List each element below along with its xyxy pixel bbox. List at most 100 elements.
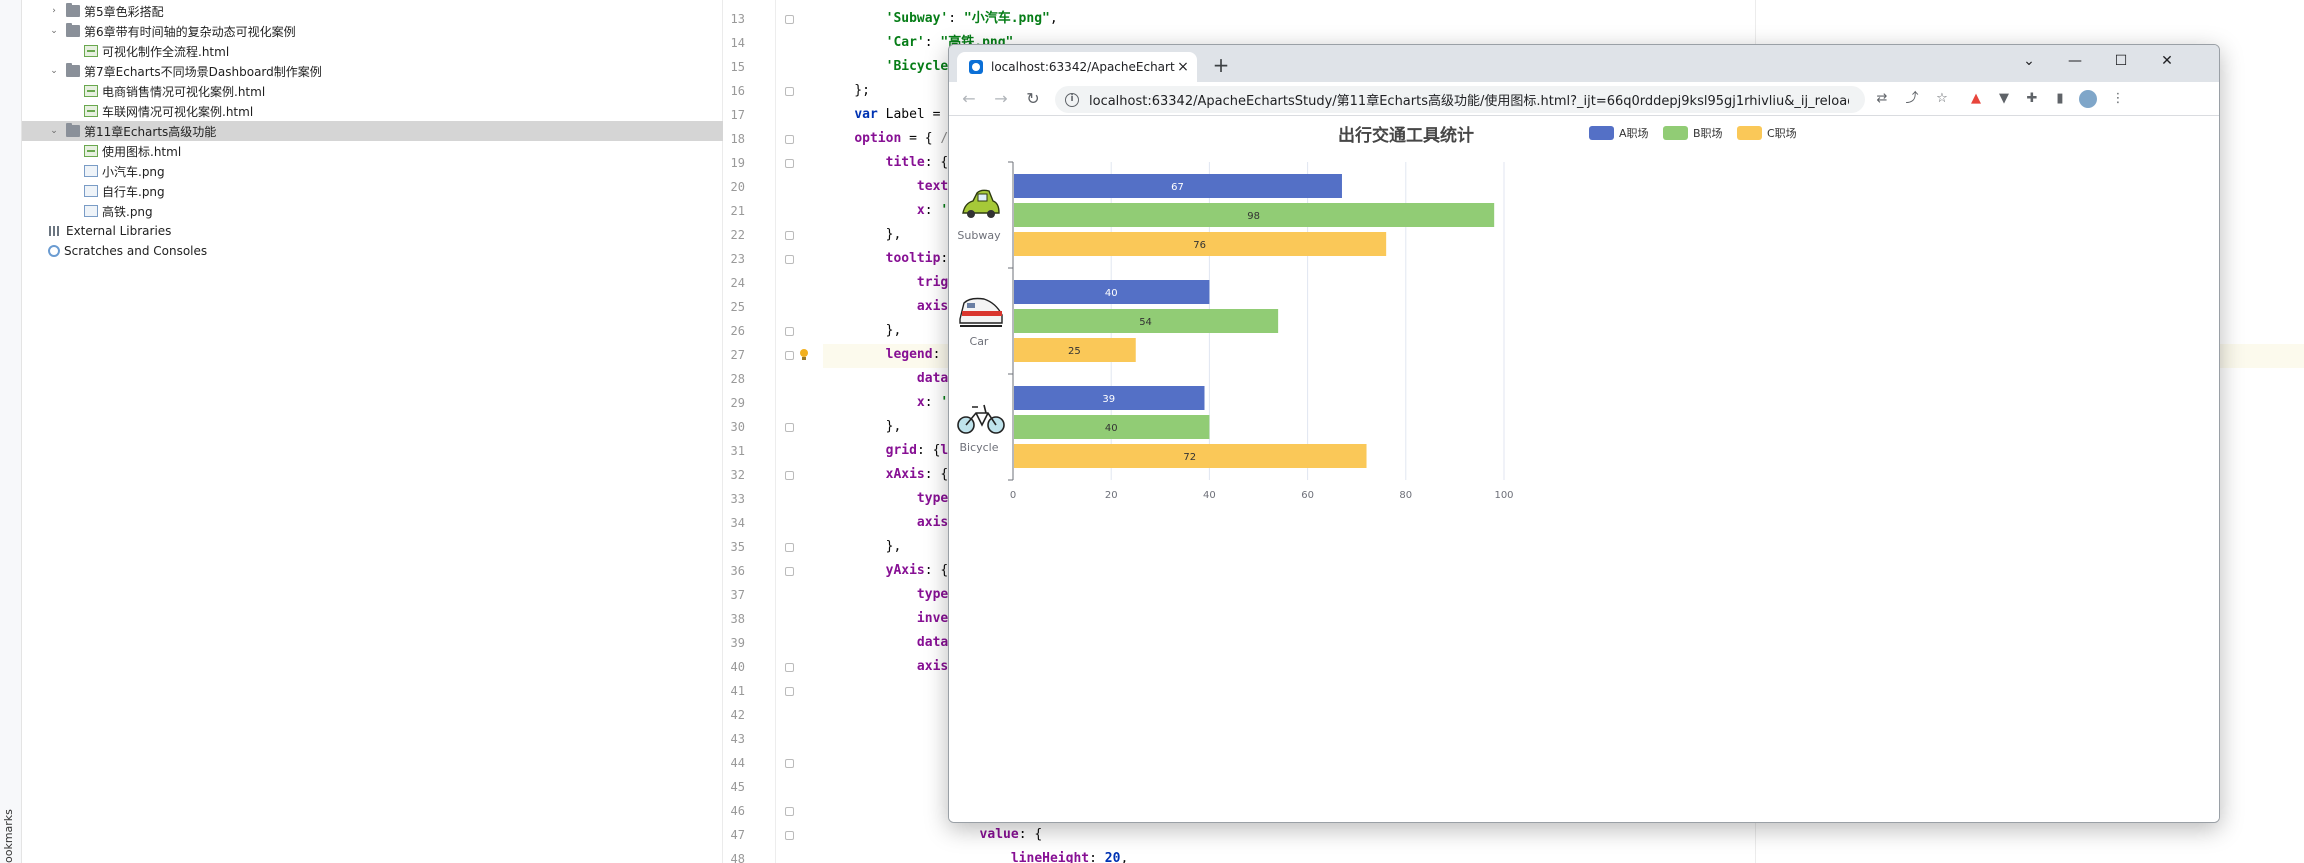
tree-item[interactable]: 高铁.png [22,201,723,221]
tree-chevron-icon[interactable]: › [52,6,56,16]
bar [1014,444,1367,468]
extension-red-icon[interactable]: ▲ [1971,91,1981,106]
browser-titlebar[interactable]: localhost:63342/ApacheEchart × + ⌄ — ☐ ✕ [949,45,2219,82]
translate-icon[interactable]: ⇄ [1876,91,1888,106]
tree-item[interactable]: 电商销售情况可视化案例.html [22,81,723,101]
legend-label: C职场 [1767,126,1797,140]
minimize-button[interactable]: — [2068,53,2082,69]
folder-file-icon [66,23,80,37]
car-wheel [967,210,975,218]
tab-search-icon[interactable]: ⌄ [2023,53,2035,69]
menu-dots-icon[interactable]: ⋮ [2111,91,2125,106]
fold-marker-icon[interactable] [785,663,794,672]
tree-chevron-icon[interactable]: ⌄ [50,66,58,76]
fold-marker-icon[interactable] [785,231,794,240]
line-number: 17 [730,108,745,122]
tree-item[interactable]: Scratches and Consoles [22,241,723,261]
bar [1014,203,1495,227]
fold-marker-icon[interactable] [785,87,794,96]
fold-marker-icon[interactable] [785,15,794,24]
fold-marker-icon[interactable] [785,255,794,264]
fold-marker-icon[interactable] [785,543,794,552]
bar-value-label: 39 [1102,394,1115,405]
line-number: 28 [730,372,745,386]
bar-value-label: 67 [1171,182,1184,193]
tree-chevron-icon[interactable]: ⌄ [50,126,58,136]
browser-toolbar: ← → ↻ i localhost:63342/ApacheEchartsStu… [949,82,2219,116]
close-window-button[interactable]: ✕ [2161,53,2173,69]
webstorm-favicon-icon [969,60,983,74]
fold-marker-icon[interactable] [785,159,794,168]
code-line: lineHeight: 20, [1010,851,1129,863]
share-icon[interactable]: ⤴ [1905,91,1919,106]
lib-file-icon [48,225,62,237]
address-bar[interactable]: i localhost:63342/ApacheEchartsStudy/第11… [1055,86,1865,113]
line-number: 48 [730,852,745,863]
line-number: 47 [730,828,745,842]
back-icon[interactable]: ← [962,89,976,108]
legend-label: A职场 [1619,126,1649,140]
line-number: 45 [730,780,745,794]
tab-close-icon[interactable]: × [1177,59,1189,75]
fold-marker-icon[interactable] [785,759,794,768]
fold-marker-icon[interactable] [785,567,794,576]
tree-item[interactable]: 车联网情况可视化案例.html [22,101,723,121]
folder-file-icon [66,63,80,77]
bar [1014,338,1136,362]
puzzle-icon[interactable]: ✚ [2026,91,2038,106]
folder-file-icon [66,3,80,17]
tree-item[interactable]: 使用图标.html [22,141,723,161]
new-tab-button[interactable]: + [1212,53,1230,77]
category-label: Bicycle [959,441,998,454]
bar-value-label: 25 [1068,346,1081,357]
fold-marker-icon[interactable] [785,831,794,840]
tree-item[interactable]: 小汽车.png [22,161,723,181]
maximize-button[interactable]: ☐ [2114,53,2128,69]
tree-item-label: 电商销售情况可视化案例.html [102,84,266,99]
browser-tab[interactable]: localhost:63342/ApacheEchart × [957,52,1197,82]
legend-swatch [1589,126,1614,140]
reload-icon[interactable]: ↻ [1026,89,1040,108]
bar-value-label: 98 [1247,211,1260,222]
tree-item[interactable]: ⌄第7章Echarts不同场景Dashboard制作案例 [22,61,723,81]
url-text: localhost:63342/ApacheEchartsStudy/第11章E… [1089,94,1849,109]
sidepanel-icon[interactable]: ▮ [2056,91,2064,106]
code-line: yAxis: { [885,563,949,578]
fold-marker-icon[interactable] [785,327,794,336]
bar-value-label: 72 [1183,452,1196,463]
bar [1014,309,1279,333]
intention-bulb-icon[interactable] [799,348,809,362]
legend-label: B职场 [1693,126,1723,140]
legend-swatch [1737,126,1762,140]
tree-item[interactable]: External Libraries [22,221,723,241]
tree-item-label: 第11章Echarts高级功能 [84,124,217,139]
site-info-icon[interactable]: i [1065,92,1079,107]
fold-marker-icon[interactable] [785,687,794,696]
tree-item-label: 自行车.png [102,184,165,199]
line-number: 23 [730,252,745,266]
x-tick-label: 80 [1399,490,1412,501]
car-icon [962,189,1000,218]
bookmarks-tab[interactable]: ookmarks [2,809,15,863]
fold-marker-icon[interactable] [785,807,794,816]
tree-item[interactable]: ⌄第6章带有时间轴的复杂动态可视化案例 [22,21,723,41]
tree-item[interactable]: 自行车.png [22,181,723,201]
fold-marker-icon[interactable] [785,423,794,432]
tree-item[interactable]: ⌄ 第11章Echarts高级功能 [22,121,723,141]
code-line: }, [823,755,964,770]
train-body [959,297,1003,324]
extension-v-icon[interactable]: ▼ [1999,91,2009,106]
fold-marker-icon[interactable] [785,135,794,144]
bookmark-star-icon[interactable]: ☆ [1936,91,1948,106]
tree-item[interactable]: 可视化制作全流程.html [22,41,723,61]
line-number: 16 [730,84,745,98]
tree-item[interactable]: ›第5章色彩搭配 [22,1,723,21]
line-number: 24 [730,276,745,290]
fold-marker-icon[interactable] [785,351,794,360]
profile-avatar-icon[interactable] [2079,90,2097,108]
line-number: 25 [730,300,745,314]
fold-marker-icon[interactable] [785,471,794,480]
tree-chevron-icon[interactable]: ⌄ [50,26,58,36]
forward-icon[interactable]: → [994,89,1008,108]
